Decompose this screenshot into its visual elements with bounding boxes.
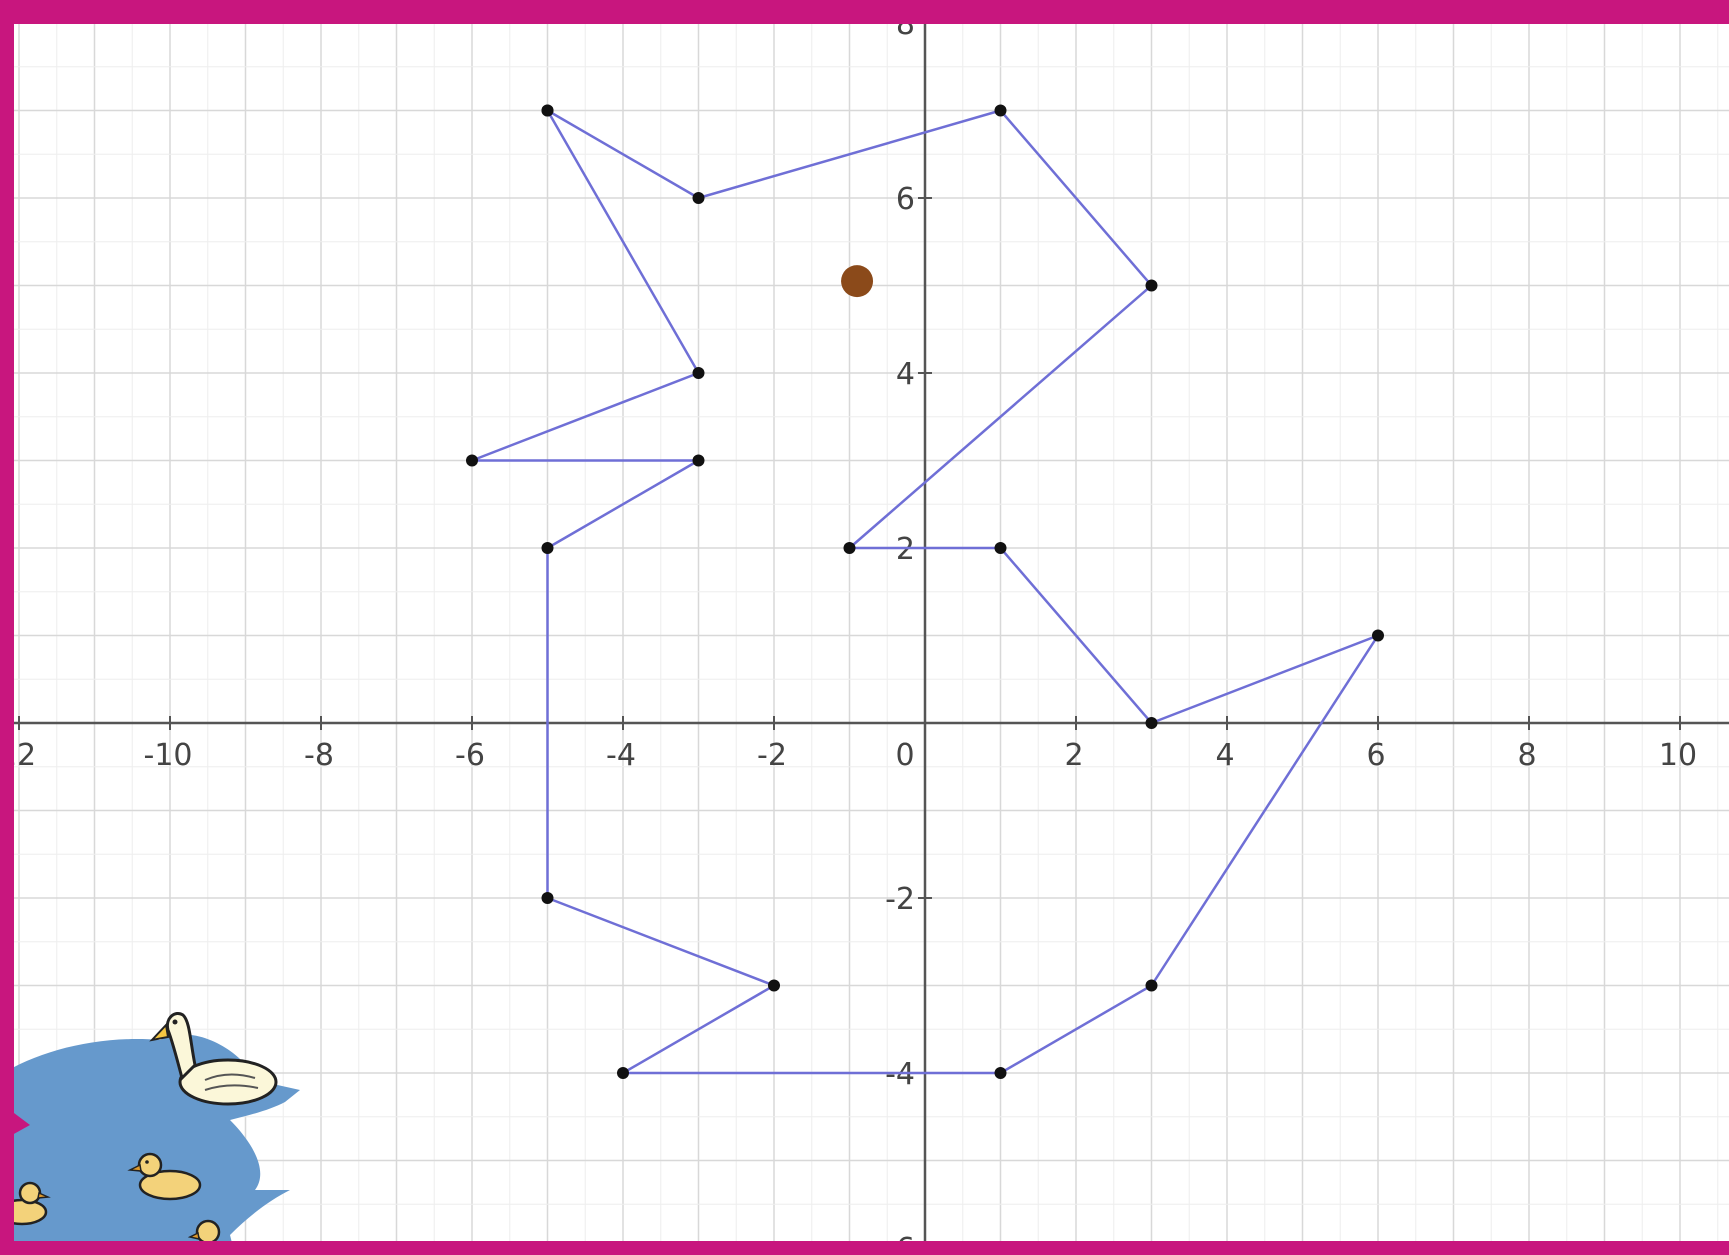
x-tick-label: 6 xyxy=(1366,738,1385,773)
ducks-on-pond-icon xyxy=(0,1012,300,1255)
outline-segment xyxy=(1150,634,1380,725)
x-tick-label: -4 xyxy=(606,738,636,773)
vertex-points xyxy=(466,104,1384,1079)
vertex-point xyxy=(1145,717,1158,729)
pond-accent xyxy=(10,1110,30,1135)
vertex-point xyxy=(541,104,554,117)
outline-segment xyxy=(546,109,700,375)
outline-segment xyxy=(546,109,700,200)
vertex-point xyxy=(1145,279,1158,292)
x-tick-label: -2 xyxy=(757,738,787,773)
outline-segment xyxy=(999,546,1153,725)
y-tick-label: -2 xyxy=(885,882,915,917)
vertex-point xyxy=(692,454,705,467)
vertex-point xyxy=(617,1067,629,1079)
vertex-point xyxy=(768,979,780,992)
outline-segment xyxy=(848,284,1153,550)
y-tick-label: -4 xyxy=(885,1057,915,1092)
vertex-point xyxy=(994,1067,1007,1079)
y-tick-label: 6 xyxy=(896,182,915,217)
vertex-point xyxy=(541,892,554,904)
outline-segment xyxy=(697,109,1002,200)
x-tick-label: 10 xyxy=(1659,738,1697,773)
outline-segment xyxy=(470,371,700,462)
x-tick-label: -6 xyxy=(455,738,485,773)
duckling-icon xyxy=(127,1152,202,1201)
y-tick-label: 2 xyxy=(896,532,915,567)
vertex-point xyxy=(1145,979,1158,992)
eye-marker xyxy=(841,265,874,298)
outline-segment xyxy=(999,984,1153,1075)
vertex-point xyxy=(466,454,478,467)
figure-outline xyxy=(470,109,1380,1075)
vertex-point xyxy=(541,542,554,554)
vertex-point xyxy=(994,104,1007,117)
outline-segment xyxy=(621,984,776,1075)
vertex-point xyxy=(994,542,1007,554)
x-tick-label: -10 xyxy=(144,738,193,773)
x-tick-label: 2 xyxy=(1064,738,1083,773)
x-tick-label: 4 xyxy=(1215,738,1234,773)
outline-segment xyxy=(546,459,700,550)
y-tick-label: 4 xyxy=(896,357,915,392)
x-tick-label: 8 xyxy=(1517,738,1536,773)
vertex-point xyxy=(1372,629,1384,642)
outline-segment xyxy=(1150,634,1380,987)
origin-label: 0 xyxy=(895,738,914,773)
vertex-point xyxy=(692,367,705,379)
vertex-point xyxy=(843,542,856,554)
outline-segment xyxy=(999,109,1153,287)
vertex-point xyxy=(692,192,705,204)
large-duck-icon xyxy=(149,1012,278,1106)
outline-segment xyxy=(546,896,776,987)
eye-dot xyxy=(841,265,874,298)
x-tick-label: -8 xyxy=(304,738,334,773)
